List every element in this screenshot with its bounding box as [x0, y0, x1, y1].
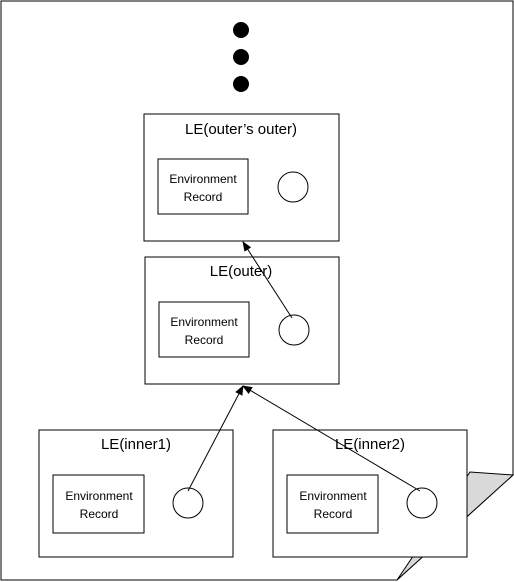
environment-record-label-line2: Record — [314, 507, 353, 521]
le-inner2-box: LE(inner2) Environment Record — [272, 429, 468, 558]
outer-reference-circle — [172, 487, 204, 519]
environment-record-box — [52, 474, 145, 534]
environment-record-label-line2: Record — [80, 507, 119, 521]
arrow-inner1-to-outer — [187, 385, 244, 492]
environment-record-box — [286, 474, 379, 534]
environment-record-label-line1: Environment — [65, 489, 133, 503]
arrow-outer-to-outers-outer — [242, 241, 293, 319]
ellipsis-dot — [233, 22, 249, 38]
environment-record-label-line1: Environment — [170, 315, 238, 329]
environment-record-label-line1: Environment — [169, 172, 237, 186]
environment-record-box — [157, 158, 249, 215]
ellipsis-dot — [233, 49, 249, 65]
ellipsis-dots — [233, 22, 249, 92]
le-inner2-title: LE(inner2) — [335, 436, 405, 453]
le-outers-outer-title: LE(outer’s outer) — [185, 121, 297, 138]
outer-reference-circle — [278, 314, 310, 346]
environment-record-label-line2: Record — [185, 333, 224, 347]
outer-reference-circle — [277, 171, 309, 203]
le-outer-box: LE(outer) Environment Record — [144, 256, 340, 385]
outer-reference-circle — [406, 487, 438, 519]
environment-record-label-line2: Record — [184, 190, 223, 204]
le-outers-outer-box: LE(outer’s outer) Environment Record — [143, 113, 340, 242]
le-outer-title: LE(outer) — [210, 263, 273, 280]
ellipsis-dot — [233, 76, 249, 92]
le-inner1-title: LE(inner1) — [101, 436, 171, 453]
environment-record-label-line1: Environment — [299, 489, 367, 503]
le-inner1-box: LE(inner1) Environment Record — [38, 429, 234, 558]
arrow-inner2-to-outer — [242, 385, 421, 492]
environment-record-box — [158, 301, 250, 358]
